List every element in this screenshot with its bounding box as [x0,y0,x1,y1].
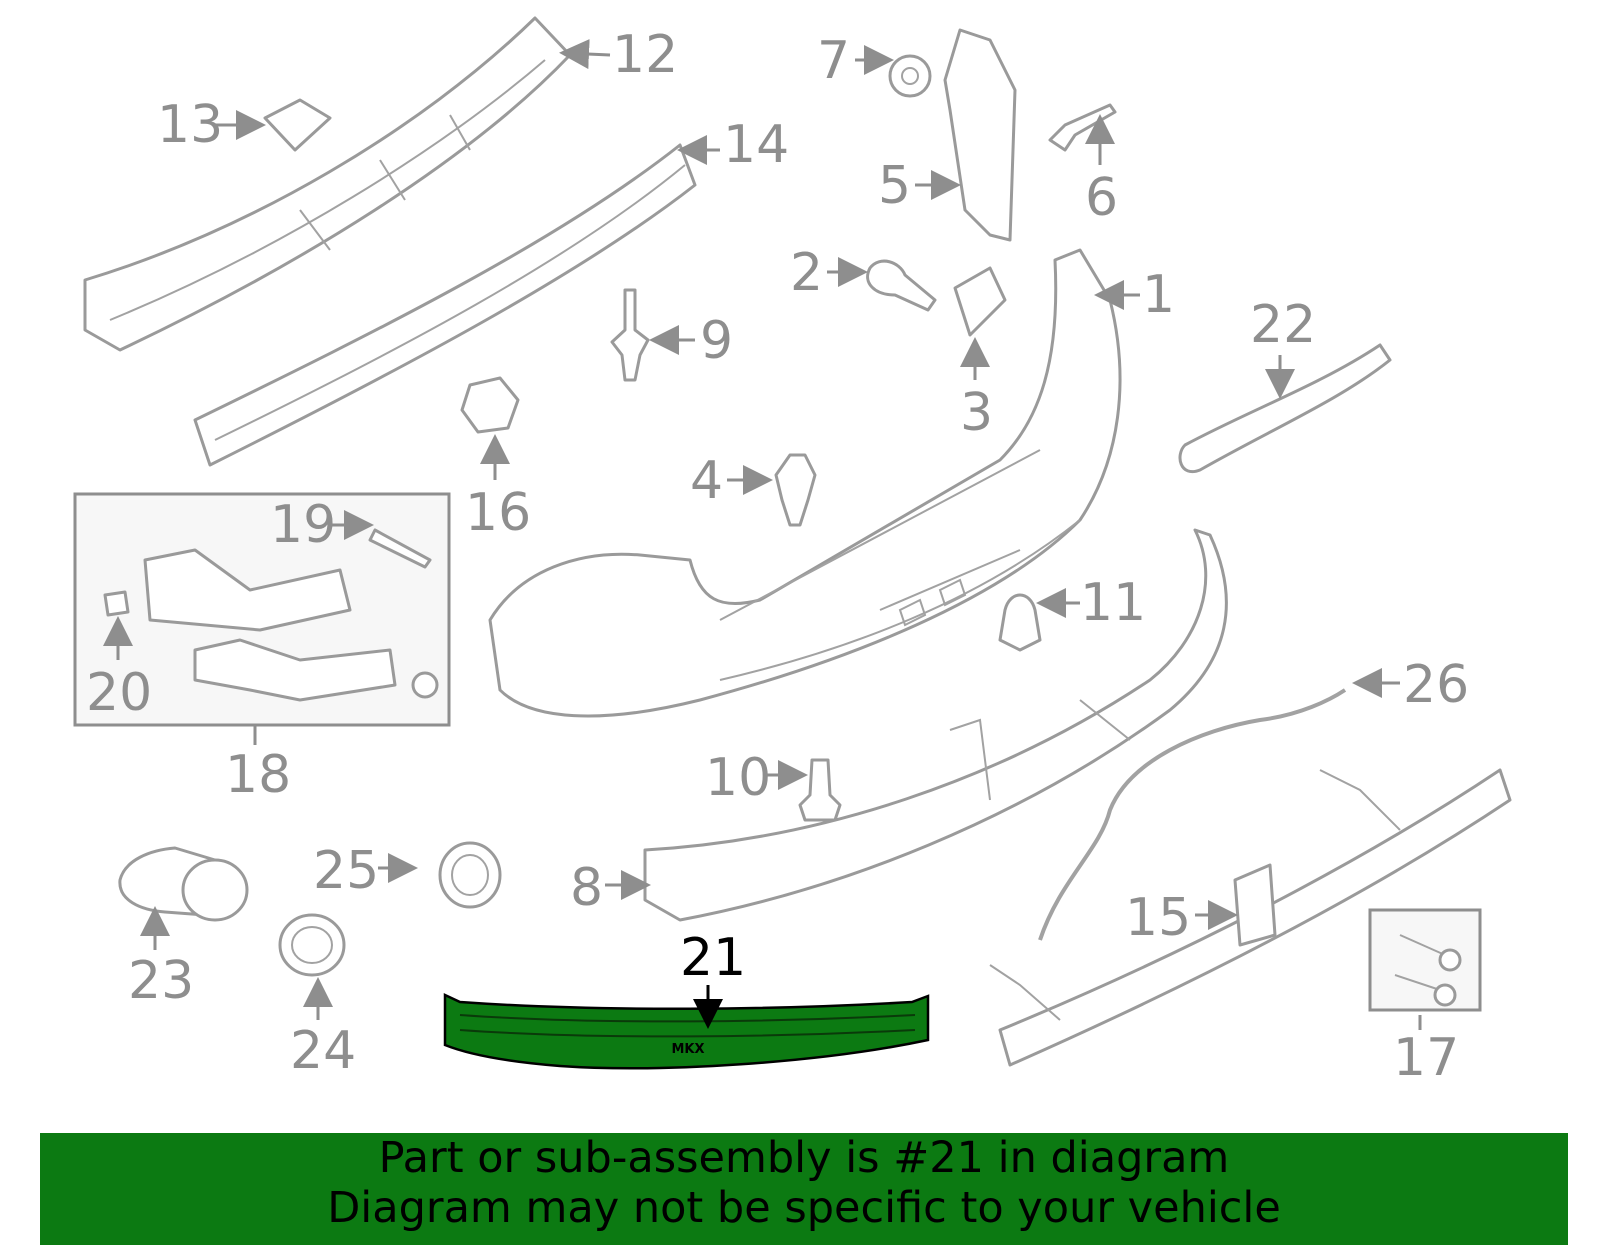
label-4: 4 [690,451,723,511]
part-10-push-pin [798,758,842,822]
part-8-lower-valance [643,528,1228,922]
label-10: 10 [705,748,771,808]
part-21-shape [443,993,930,1070]
part-16-nut [460,376,520,434]
part-1-bumper-cover [488,248,1122,718]
callout-labels: 1 2 3 4 5 6 7 8 9 10 11 12 13 14 15 16 1… [86,25,1469,1088]
part-22-reflector [1178,343,1392,474]
part-23-sensor [118,846,249,922]
part-24-sensor-bezel [278,913,346,977]
leader-lines [103,39,1422,1030]
part-14-reinforcement [193,143,697,467]
part-2-screw [866,259,937,312]
label-2: 2 [790,243,823,303]
part-21-step-pad: MKX [443,993,930,1070]
info-banner: Part or sub-assembly is #21 in diagram D… [40,1133,1568,1245]
part-25-sensor-bezel [438,841,502,909]
label-8: 8 [570,858,603,918]
label-16: 16 [465,483,531,543]
label-7: 7 [817,31,850,91]
part-3-clip [953,266,1007,337]
part-7-push-pin [888,54,932,98]
label-25: 25 [313,841,379,901]
label-15: 15 [1125,888,1191,948]
label-6: 6 [1085,168,1118,228]
label-5: 5 [878,156,911,216]
label-26: 26 [1403,655,1469,715]
part-13-bracket [263,98,332,152]
part-21-marking: MKX [671,1042,704,1057]
part-4-clip [774,453,817,527]
label-13: 13 [157,95,223,155]
part-12-energy-absorber [83,16,572,352]
label-24: 24 [290,1021,356,1081]
label-14: 14 [723,115,789,175]
part-15-tow-bar [989,768,1512,1067]
label-22: 22 [1250,295,1316,355]
part-26-wiring-harness [1038,688,1347,941]
label-23: 23 [128,951,194,1011]
label-19: 19 [270,495,336,555]
label-20: 20 [86,663,152,723]
banner-line-2: Diagram may not be specific to your vehi… [327,1183,1281,1233]
part-6-bolt [1048,103,1117,152]
label-11: 11 [1080,573,1146,633]
part-5-side-bracket [943,28,1017,242]
label-18: 18 [225,745,291,805]
banner-line-1: Part or sub-assembly is #21 in diagram [378,1133,1230,1183]
label-12: 12 [612,25,678,85]
part-18-subassembly-box [73,492,451,727]
part-11-clip [998,593,1042,652]
label-3: 3 [960,383,993,443]
label-9: 9 [700,311,733,371]
label-21: 21 [680,928,746,988]
label-1: 1 [1142,265,1175,325]
label-17: 17 [1393,1028,1459,1088]
part-17-bolts [1368,908,1482,1012]
part-9-stud [610,288,650,382]
